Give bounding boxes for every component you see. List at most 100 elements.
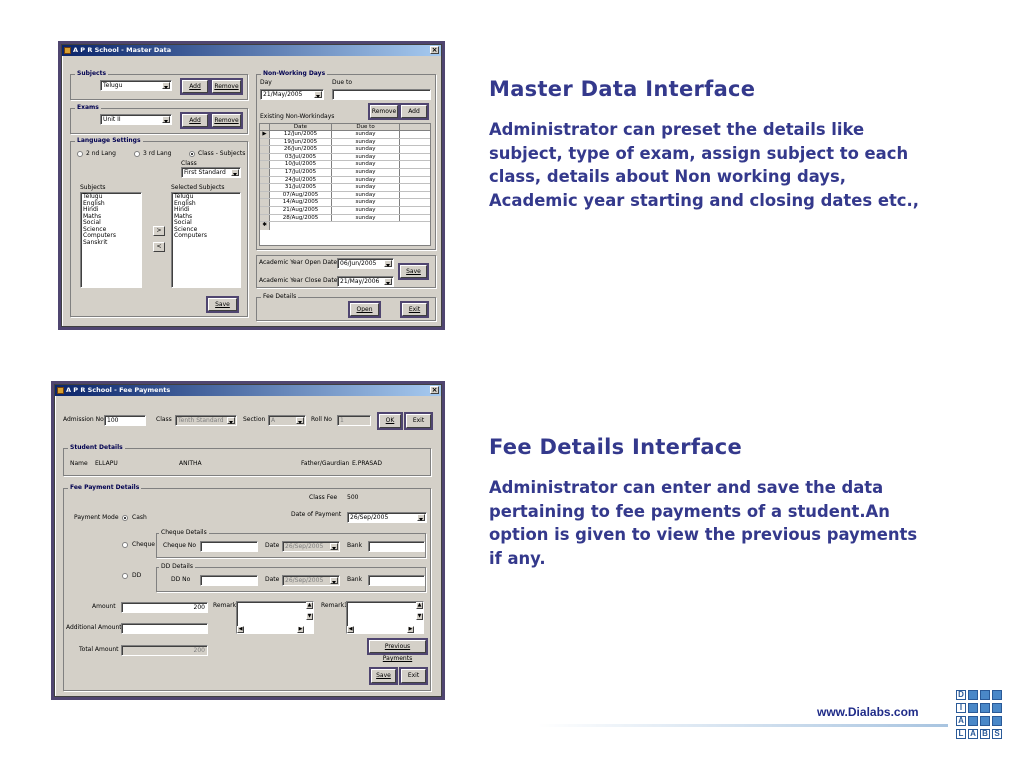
date-cell[interactable]: 26/Jun/2005 — [270, 146, 332, 153]
dd-bank-input[interactable] — [368, 575, 425, 586]
move-left-button[interactable]: < — [153, 242, 165, 252]
roll-no-input[interactable]: 1 — [337, 415, 371, 426]
due-cell[interactable]: sunday — [332, 184, 400, 191]
remark1-textarea[interactable]: ▲ ▼ ◀ ▶ — [346, 601, 424, 634]
date-cell[interactable]: 14/Aug/2005 — [270, 199, 332, 206]
close-icon[interactable]: × — [430, 386, 439, 394]
cheque-bank-input[interactable] — [368, 541, 425, 552]
date-cell[interactable]: 03/Jul/2005 — [270, 153, 332, 161]
due-to-input[interactable] — [332, 89, 431, 100]
academic-open-select[interactable]: 06/Jun/2005 — [337, 258, 394, 269]
class-select[interactable]: Tenth Standard — [175, 415, 237, 426]
total-amount-input[interactable]: 200 — [121, 645, 208, 656]
admission-no-input[interactable]: 100 — [104, 415, 146, 426]
subject-remove-button[interactable]: Remove — [210, 78, 243, 95]
subject-list-item[interactable]: Science — [83, 225, 107, 233]
radio-cheque[interactable] — [122, 542, 128, 548]
date-cell[interactable]: 17/Jul/2005 — [270, 168, 332, 176]
date-cell[interactable]: 12/Jun/2005 — [270, 131, 332, 138]
subject-list-item[interactable]: Sanskrit — [83, 238, 108, 246]
subject-select[interactable]: Telugu — [100, 80, 172, 91]
due-cell[interactable]: sunday — [332, 138, 400, 146]
date-cell[interactable]: 31/Jul/2005 — [270, 184, 332, 191]
language-save-button[interactable]: Save — [206, 296, 239, 313]
amount-input[interactable]: 200 — [121, 602, 208, 613]
selected-subject-list-item[interactable]: English — [174, 199, 196, 207]
move-right-button[interactable]: > — [153, 226, 165, 236]
fee-exit-button[interactable]: Exit — [400, 301, 429, 318]
selected-subject-list-item[interactable]: Hindi — [174, 206, 190, 213]
subject-list-item[interactable]: Social — [83, 219, 101, 226]
scroll-left-icon[interactable]: ◀ — [347, 626, 354, 633]
exam-add-button[interactable]: Add — [180, 112, 210, 129]
previous-payments-button[interactable]: Previous Payments — [367, 638, 428, 662]
footer-url[interactable]: www.Dialabs.com — [817, 705, 919, 719]
radio-3rd-lang[interactable] — [134, 151, 140, 157]
subject-list-item[interactable]: Maths — [83, 212, 102, 220]
date-cell[interactable]: 21/Aug/2005 — [270, 206, 332, 214]
date-cell[interactable]: 28/Aug/2005 — [270, 214, 332, 222]
remark-textarea[interactable]: ▲ ▼ ◀ ▶ — [236, 601, 314, 634]
academic-close-select[interactable]: 21/May/2006 — [337, 276, 394, 287]
due-cell[interactable]: sunday — [332, 206, 400, 214]
day-select[interactable]: 21/May/2005 — [260, 89, 324, 100]
date-cell[interactable]: 24/Jul/2005 — [270, 176, 332, 184]
close-icon[interactable]: × — [430, 46, 439, 54]
due-cell[interactable]: sunday — [332, 161, 400, 168]
payment-save-button[interactable]: Save — [369, 667, 398, 685]
scroll-down-icon[interactable]: ▼ — [416, 613, 423, 620]
subject-list-item[interactable]: English — [83, 199, 105, 207]
scroll-right-icon[interactable]: ▶ — [407, 626, 414, 633]
due-cell[interactable]: sunday — [332, 168, 400, 176]
date-cell[interactable]: 10/Jul/2005 — [270, 161, 332, 168]
exam-remove-button[interactable]: Remove — [210, 112, 243, 129]
cheque-date-select[interactable]: 26/Sep/2005 — [282, 541, 340, 552]
scroll-left-icon[interactable]: ◀ — [237, 626, 244, 633]
selected-subject-list-item[interactable]: Telugu — [174, 193, 194, 200]
subject-list-item[interactable]: Computers — [83, 232, 116, 239]
section-select[interactable]: A — [268, 415, 306, 426]
scroll-down-icon[interactable]: ▼ — [306, 613, 313, 620]
scroll-up-icon[interactable]: ▲ — [306, 602, 313, 609]
due-cell[interactable]: sunday — [332, 146, 400, 153]
scroll-right-icon[interactable]: ▶ — [297, 626, 304, 633]
due-cell[interactable]: sunday — [332, 214, 400, 222]
dd-date-select[interactable]: 26/Sep/2005 — [282, 575, 340, 586]
due-cell[interactable]: sunday — [332, 131, 400, 138]
ok-button[interactable]: OK — [377, 412, 403, 430]
selected-subject-list-item[interactable]: Maths — [174, 212, 193, 220]
nonworking-remove-button[interactable]: Remove — [368, 103, 400, 120]
date-cell[interactable]: 07/Aug/2005 — [270, 191, 332, 199]
additional-amount-input[interactable] — [121, 623, 208, 634]
subject-list-item[interactable]: Hindi — [83, 206, 99, 213]
nonworking-add-button[interactable]: Add — [399, 103, 429, 120]
academic-save-button[interactable]: Save — [398, 263, 429, 280]
scroll-up-icon[interactable]: ▲ — [416, 602, 423, 609]
fee-open-button[interactable]: Open — [348, 301, 381, 318]
due-cell[interactable]: sunday — [332, 199, 400, 206]
date-cell[interactable]: 19/Jun/2005 — [270, 138, 332, 146]
radio-class-subjects[interactable] — [189, 151, 195, 157]
payment-exit-button[interactable]: Exit — [399, 667, 428, 685]
cheque-no-input[interactable] — [200, 541, 258, 552]
radio-cash[interactable] — [122, 515, 128, 521]
radio-2nd-lang[interactable] — [77, 151, 83, 157]
due-cell[interactable]: sunday — [332, 191, 400, 199]
selected-subject-list-item[interactable]: Social — [174, 219, 192, 226]
dd-no-input[interactable] — [200, 575, 258, 586]
top-exit-button[interactable]: Exit — [404, 412, 433, 430]
radio-dd[interactable] — [122, 573, 128, 579]
